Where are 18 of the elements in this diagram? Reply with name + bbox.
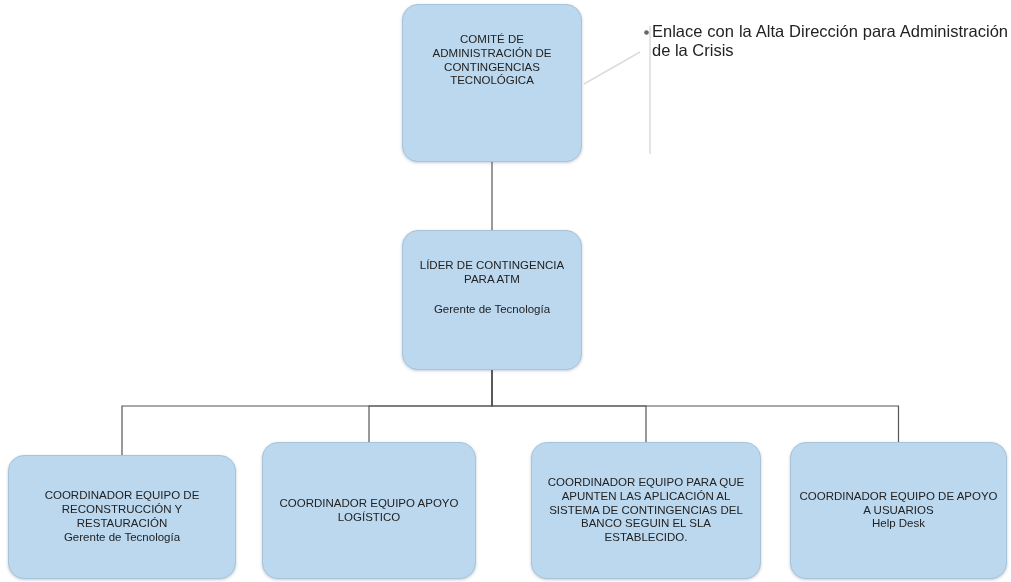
- role-holder: Help Desk: [871, 517, 926, 532]
- role-holder: Gerente de Tecnología: [433, 302, 551, 317]
- connector-line: [491, 369, 900, 443]
- org-box: [8, 455, 236, 579]
- org-box: [790, 442, 1007, 579]
- role-title: COORDINADOR EQUIPO APOYO LOGÍSTICO: [278, 496, 460, 525]
- org-box: [402, 230, 582, 370]
- org-box: [531, 442, 761, 579]
- role-title: COORDINADOR EQUIPO DE RECONSTRUCCIÓN Y RESTAURACIÓN: [43, 489, 201, 531]
- role-title: COORDINADOR EQUIPO PARA QUE APUNTEN LAS APLICACIÓN AL SISTEMA DE CONTINGENCIAS DEL BANCO SEGUIN EL SLA ESTABLECIDO.: [546, 476, 746, 545]
- role-title: COORDINADOR EQUIPO DE APOYO A USUARIOS: [799, 489, 998, 518]
- note-text: Enlace con la Alta Dirección para Administración de la Crisis: [652, 22, 1008, 61]
- role-title: LÍDER DE CONTINGENCIA PARA ATM: [418, 259, 566, 287]
- org-box: [402, 4, 582, 162]
- role-title: COMITÉ DE ADMINISTRACIÓN DE CONTINGENCIAS TECNOLÓGICA: [431, 33, 553, 89]
- org-box: [262, 442, 476, 579]
- role-holder: Gerente de Tecnología: [63, 530, 181, 545]
- connector-line: [491, 161, 493, 231]
